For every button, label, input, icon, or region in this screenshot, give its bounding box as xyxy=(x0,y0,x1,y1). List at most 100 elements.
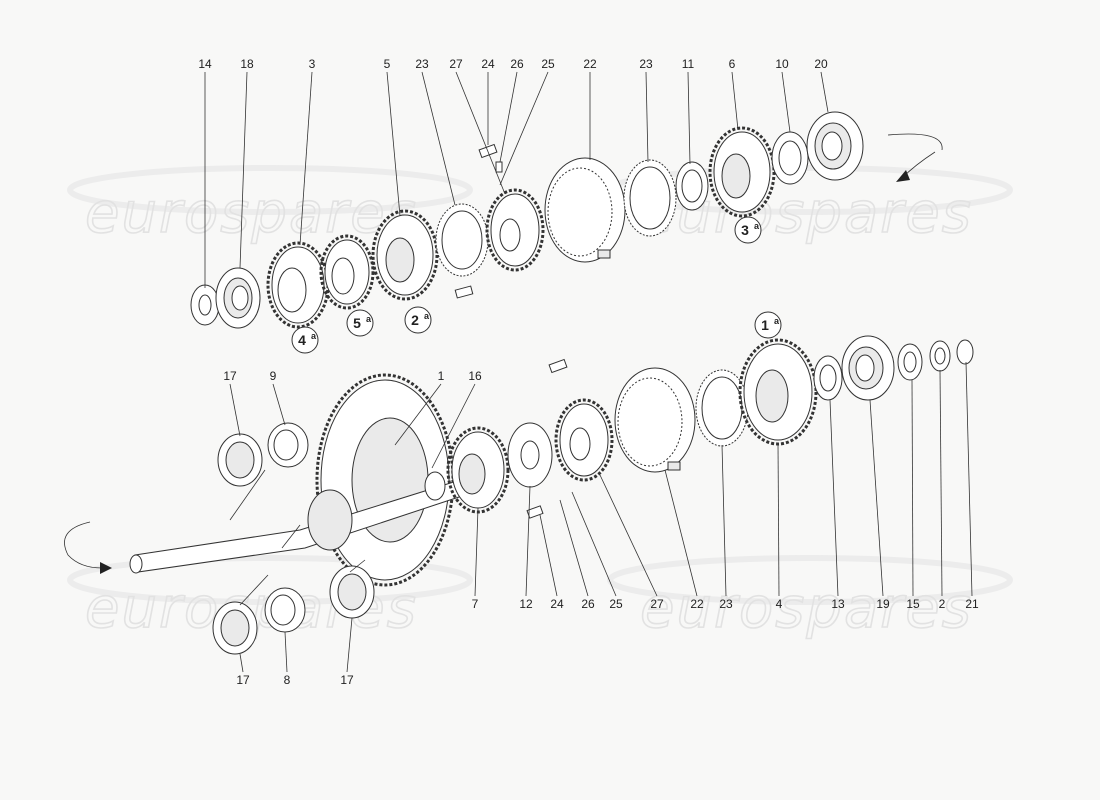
leader-line xyxy=(645,71,649,163)
gear-marker-circle xyxy=(754,311,782,339)
gear-marker-circle xyxy=(404,306,432,334)
part-label: 7 xyxy=(472,597,479,611)
leader-line xyxy=(829,399,839,597)
bottom-shaft-assembly xyxy=(129,335,974,655)
gear-marker-superscript: a xyxy=(774,316,780,326)
gear-marker-circle xyxy=(291,326,319,354)
leader-line xyxy=(421,71,456,206)
part-label: 15 xyxy=(906,597,920,611)
gear-marker-superscript: a xyxy=(754,221,760,231)
part-label: 4 xyxy=(776,597,783,611)
part-label: 17 xyxy=(340,673,354,687)
part-label: 10 xyxy=(775,57,789,71)
gear-marker-number: 5 xyxy=(353,315,361,331)
part-label: 5 xyxy=(384,57,391,71)
gear-marker-superscript: a xyxy=(424,311,430,321)
part-label: 21 xyxy=(965,597,979,611)
part-label: 17 xyxy=(236,673,250,687)
leader-line xyxy=(599,474,658,597)
part-label: 26 xyxy=(581,597,595,611)
leader-line xyxy=(394,383,442,446)
rotation-arrow-top xyxy=(887,133,943,151)
gear-marker-superscript: a xyxy=(366,314,372,324)
leader-line xyxy=(687,71,691,165)
part-label: 25 xyxy=(609,597,623,611)
part-label: 11 xyxy=(682,57,695,71)
leader-line xyxy=(721,444,727,597)
part-label: 14 xyxy=(198,57,212,71)
leader-line xyxy=(431,383,476,469)
part-label: 1 xyxy=(438,369,445,383)
part-label: 24 xyxy=(550,597,564,611)
leader-line xyxy=(525,485,531,597)
shaft-connector-line xyxy=(239,574,269,606)
leader-line xyxy=(239,71,248,269)
part-label: 18 xyxy=(240,57,254,71)
part-label: 24 xyxy=(481,57,495,71)
gear-marker-number: 1 xyxy=(761,317,769,333)
leader-line xyxy=(299,71,313,246)
part-label: 17 xyxy=(223,369,237,383)
leader-line xyxy=(455,71,506,195)
part-label: 8 xyxy=(284,673,291,687)
gear-marker-circle xyxy=(734,216,762,244)
leader-line xyxy=(499,71,518,163)
part-label: 23 xyxy=(415,57,429,71)
leader-line xyxy=(939,369,943,597)
watermark-text: eurospares xyxy=(85,181,418,246)
part-label: 27 xyxy=(449,57,463,71)
top-shaft-assembly xyxy=(190,111,864,329)
gear-marker-number: 4 xyxy=(298,332,306,348)
part-label: 25 xyxy=(541,57,555,71)
shaft-connector-line xyxy=(281,524,301,549)
gear-marker-superscript: a xyxy=(311,331,317,341)
part-label: 27 xyxy=(650,597,664,611)
leader-lines xyxy=(204,71,973,673)
leader-line xyxy=(539,514,558,597)
leader-line xyxy=(869,399,884,597)
shaft-connector-line xyxy=(229,469,266,521)
leader-line xyxy=(965,361,973,597)
leader-line xyxy=(284,631,288,673)
part-label: 12 xyxy=(519,597,533,611)
rotation-arrow-bottom xyxy=(64,521,103,569)
part-label: 22 xyxy=(583,57,597,71)
part-label: 9 xyxy=(270,369,277,383)
leader-line xyxy=(272,383,286,426)
leader-line xyxy=(820,71,829,113)
watermark-group: eurospares eurospares eurospares eurospa… xyxy=(67,165,1013,642)
leader-line xyxy=(386,71,401,217)
leader-line xyxy=(346,617,353,673)
gear-marker-number: 3 xyxy=(741,222,749,238)
leader-line xyxy=(731,71,739,131)
leader-line xyxy=(664,469,698,597)
gear-marker-number: 2 xyxy=(411,312,419,328)
part-label: 23 xyxy=(639,57,653,71)
part-label: 6 xyxy=(729,57,736,71)
leader-line xyxy=(559,499,589,597)
leader-line xyxy=(499,71,549,186)
leader-line xyxy=(777,442,780,597)
part-label: 16 xyxy=(468,369,482,383)
leader-line xyxy=(474,507,479,597)
gear-marker-circle xyxy=(346,309,374,337)
shaft-connector-line xyxy=(349,559,366,573)
part-label: 22 xyxy=(690,597,704,611)
leader-line xyxy=(229,383,241,437)
part-label: 3 xyxy=(309,57,316,71)
part-label: 23 xyxy=(719,597,733,611)
leader-line xyxy=(239,653,244,673)
leader-line xyxy=(911,379,914,597)
leader-line xyxy=(571,491,617,597)
part-label: 20 xyxy=(814,57,828,71)
part-label: 13 xyxy=(831,597,845,611)
